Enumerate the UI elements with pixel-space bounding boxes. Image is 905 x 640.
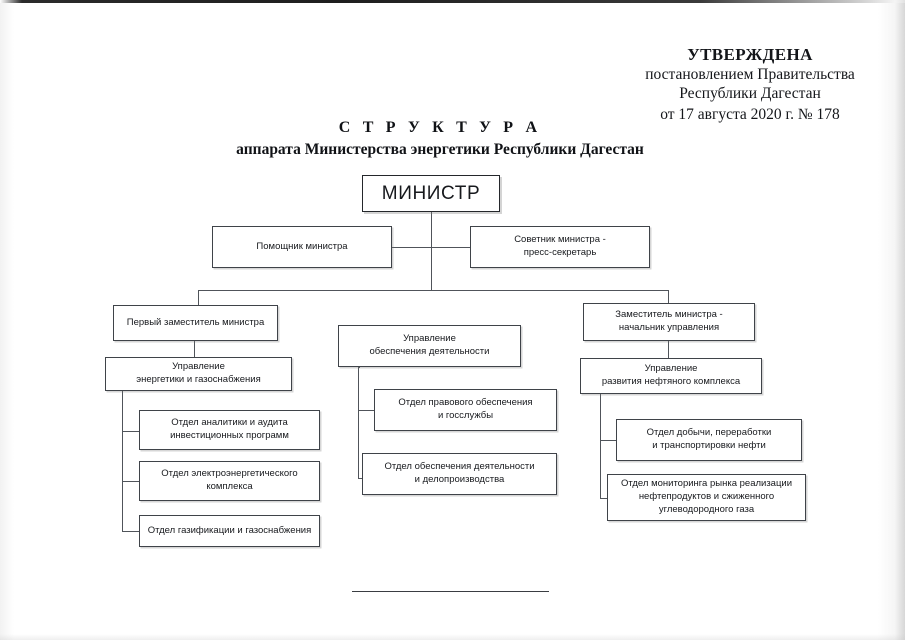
approval-title: УТВЕРЖДЕНА: [687, 45, 813, 64]
connector-right-stub-extract: [600, 440, 616, 441]
connector-left-stub-gas: [122, 531, 139, 532]
connector-assistant-link: [391, 247, 431, 248]
node-division-gasification: Отдел газификации и газоснабжения: [139, 515, 320, 547]
approval-authority-1: постановлением Правительства: [645, 66, 855, 83]
page-title: С Т Р У К Т У Р А: [338, 119, 542, 136]
node-advisor: Советник министра -пресс-секретарь: [470, 226, 650, 268]
approval-authority-2: Республики Дагестан: [679, 85, 821, 102]
connector-first-deputy-to-dept: [194, 340, 195, 357]
connector-center-spine: [358, 367, 359, 478]
node-minister: МИНИСТР: [362, 175, 500, 212]
scan-edge-bottom: [0, 634, 905, 640]
connector-deputy-to-dept: [668, 340, 669, 358]
scan-edge-top: [0, 0, 905, 3]
connector-left-stub-analytics: [122, 431, 139, 432]
node-first-deputy-minister: Первый заместитель министра: [113, 305, 278, 341]
node-deputy-minister-head: Заместитель министра -начальник управлен…: [583, 303, 755, 341]
connector-branch-left-drop: [198, 290, 199, 305]
connector-center-stub-legal: [358, 410, 374, 411]
connector-advisor-link: [431, 247, 471, 248]
connector-center-spine-top: [358, 367, 360, 368]
approval-decree-number: от 17 августа 2020 г. № 178: [660, 106, 840, 123]
connector-branch-bar: [198, 290, 668, 291]
connector-minister-stem: [431, 211, 432, 290]
connector-right-spine: [600, 392, 601, 498]
page-subtitle: аппарата Министерства энергетики Республ…: [236, 141, 644, 158]
connector-left-stub-electro: [122, 481, 139, 482]
node-assistant: Помощник министра: [212, 226, 392, 268]
connector-branch-right-drop: [668, 290, 669, 305]
footer-divider: [352, 591, 549, 593]
connector-left-spine: [122, 389, 123, 531]
scan-edge-right: [895, 0, 905, 640]
